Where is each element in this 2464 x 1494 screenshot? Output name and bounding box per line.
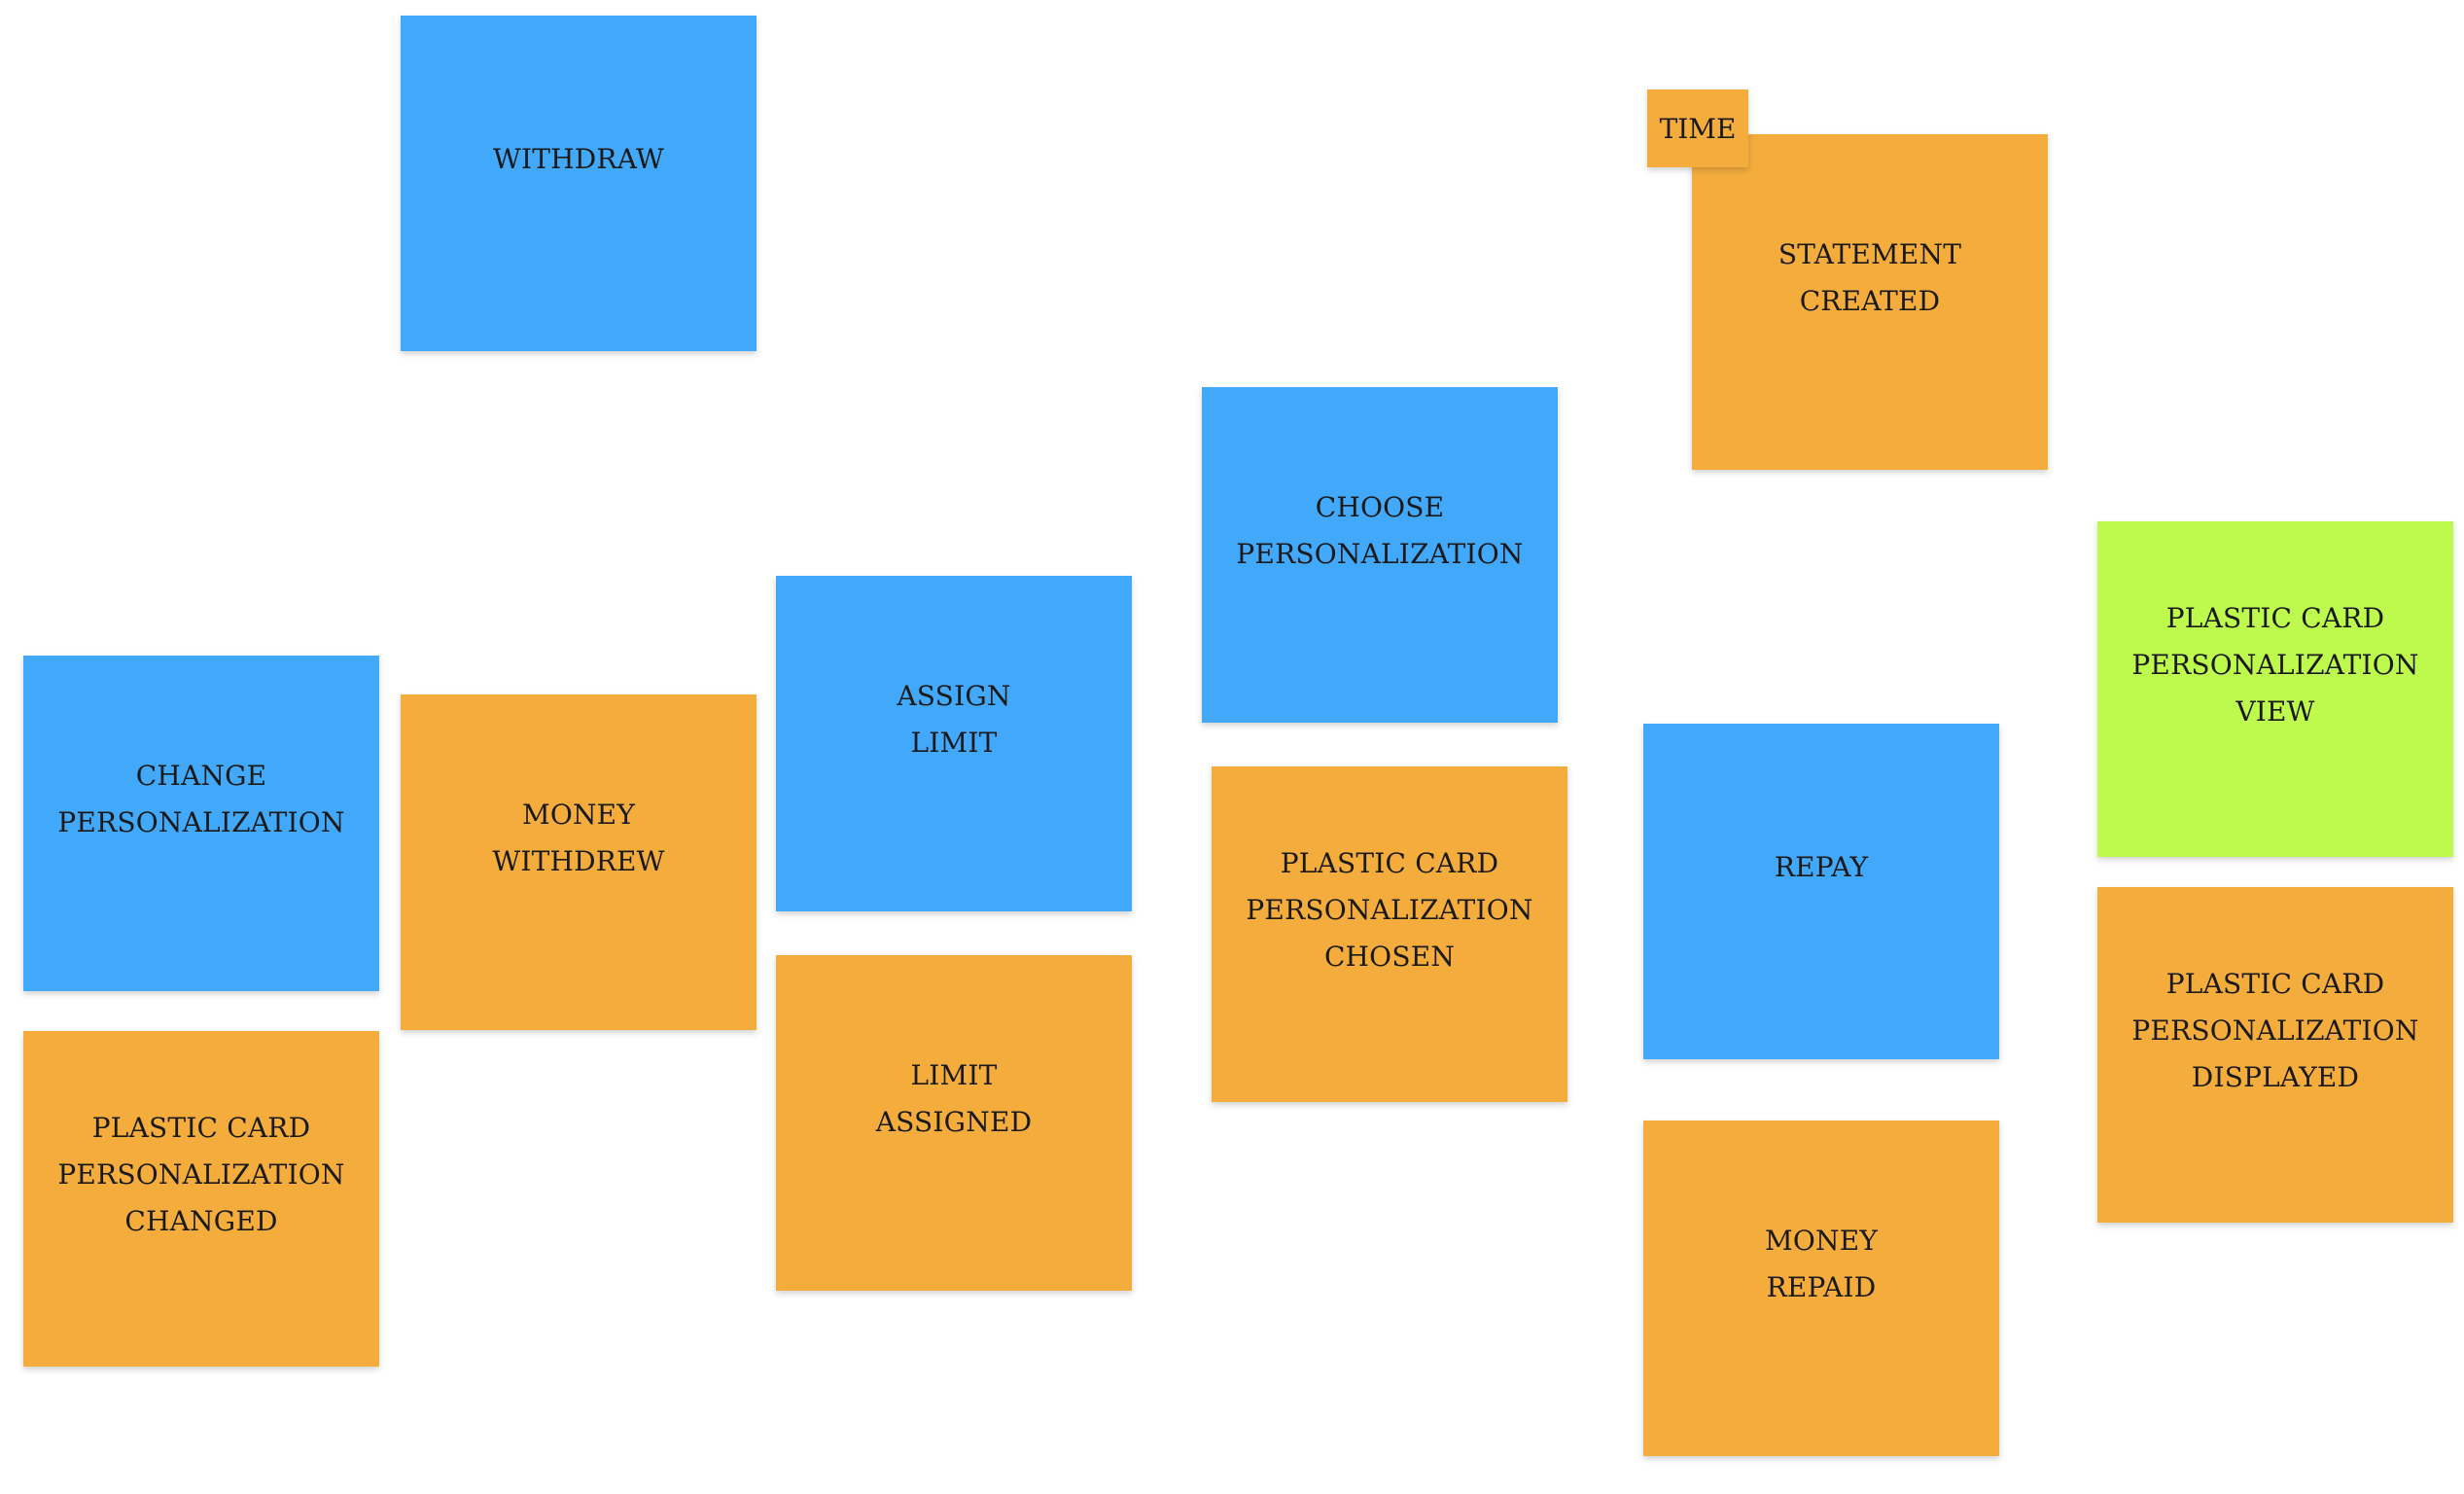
sticky-note-plastic-card-personalization-view[interactable]: PLASTIC CARD PERSONALIZATION VIEW: [2097, 521, 2453, 857]
sticky-note-choose-personalization[interactable]: CHOOSE PERSONALIZATION: [1202, 387, 1558, 723]
sticky-note-money-withdrew[interactable]: MONEY WITHDREW: [401, 694, 757, 1030]
sticky-note-label: PLASTIC CARD PERSONALIZATION CHANGED: [57, 1111, 345, 1237]
sticky-note-label: REPAY: [1774, 850, 1869, 883]
sticky-note-label: MONEY REPAID: [1764, 1224, 1879, 1303]
sticky-note-label: PLASTIC CARD PERSONALIZATION CHOSEN: [1246, 846, 1533, 973]
sticky-note-label: MONEY WITHDREW: [492, 798, 665, 877]
sticky-note-assign-limit[interactable]: ASSIGN LIMIT: [776, 576, 1132, 911]
sticky-note-withdraw[interactable]: WITHDRAW: [401, 16, 757, 351]
sticky-note-change-personalization[interactable]: CHANGE PERSONALIZATION: [23, 656, 379, 991]
sticky-note-label: STATEMENT CREATED: [1778, 237, 1962, 317]
sticky-note-label: CHOOSE PERSONALIZATION: [1236, 490, 1524, 570]
sticky-note-label: ASSIGN LIMIT: [897, 679, 1011, 759]
sticky-note-statement-created[interactable]: STATEMENT CREATED: [1692, 134, 2048, 470]
time-tag[interactable]: TIME: [1647, 89, 1748, 167]
sticky-note-plastic-card-personalization-chosen[interactable]: PLASTIC CARD PERSONALIZATION CHOSEN: [1212, 766, 1567, 1102]
sticky-note-label: PLASTIC CARD PERSONALIZATION VIEW: [2131, 601, 2419, 728]
sticky-note-plastic-card-personalization-displayed[interactable]: PLASTIC CARD PERSONALIZATION DISPLAYED: [2097, 887, 2453, 1223]
sticky-note-label: CHANGE PERSONALIZATION: [57, 759, 345, 838]
sticky-note-label: PLASTIC CARD PERSONALIZATION DISPLAYED: [2131, 967, 2419, 1093]
sticky-note-limit-assigned[interactable]: LIMIT ASSIGNED: [776, 955, 1132, 1291]
sticky-note-money-repaid[interactable]: MONEY REPAID: [1643, 1120, 1999, 1456]
sticky-note-repay[interactable]: REPAY: [1643, 724, 1999, 1059]
sticky-note-label: LIMIT ASSIGNED: [875, 1058, 1033, 1138]
sticky-note-plastic-card-personalization-changed[interactable]: PLASTIC CARD PERSONALIZATION CHANGED: [23, 1031, 379, 1367]
sticky-note-label: WITHDRAW: [493, 142, 664, 175]
